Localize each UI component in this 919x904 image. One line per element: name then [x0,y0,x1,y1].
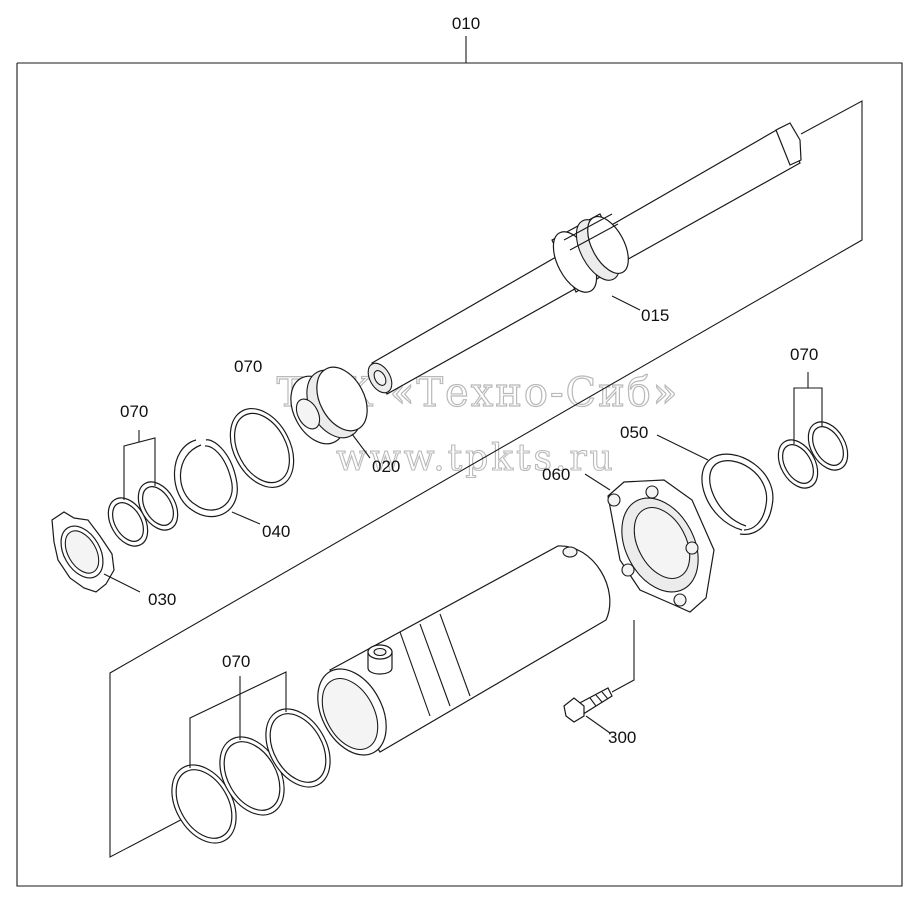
label-040: 040 [262,522,290,541]
label-070-left: 070 [120,402,148,421]
label-050: 050 [620,423,648,442]
label-020: 020 [372,457,400,476]
bolt [563,687,613,723]
piston [290,366,368,445]
label-030: 030 [148,590,176,609]
o-ring-triple-bottom [171,708,331,844]
label-060: 060 [542,465,570,484]
label-070-piston: 070 [234,357,262,376]
assembly-frame [16,36,903,887]
label-070-bottom: 070 [222,652,250,671]
label-300: 300 [608,728,636,747]
gland-flange [607,479,715,613]
retaining-ring [701,453,774,535]
o-ring-pair-left [107,481,179,547]
watermark-url: www.tpkts.ru [336,438,616,479]
lock-washer [51,511,115,593]
label-015: 015 [641,306,669,325]
label-070-right: 070 [790,345,818,364]
piston-rod [367,122,802,395]
cylinder-tube [317,545,611,756]
o-ring-pair-right [777,421,849,489]
label-010: 010 [452,14,480,33]
assembly-outline [109,100,863,858]
